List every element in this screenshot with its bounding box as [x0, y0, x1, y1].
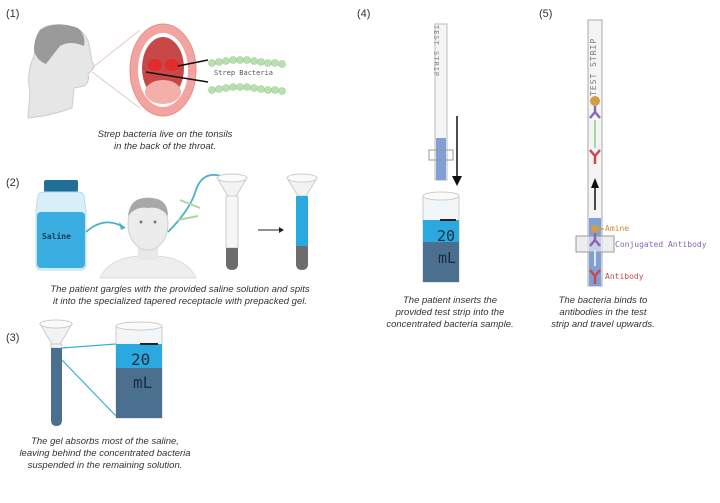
test-strip-label: TEST STRIP [432, 25, 440, 78]
funnel-tube-icon [39, 319, 73, 426]
receptacle-tube-icon [216, 173, 248, 270]
patient-profile-icon [27, 24, 95, 119]
volume-unit: mL [133, 373, 153, 392]
step-number-4: (4) [357, 8, 371, 20]
step-number-3: (3) [6, 332, 20, 344]
panel-5-illustration [575, 19, 615, 287]
antibody-label: Antibody [605, 272, 644, 281]
caption-line: suspended in the remaining solution. [27, 460, 183, 471]
volume-value: 20 [437, 227, 456, 245]
panel-2-illustration [35, 173, 318, 279]
test-strip-label: TEST STRIP [589, 37, 598, 96]
panel-3-illustration [39, 319, 163, 426]
caption-step-2: The patient gargles with the provided sa… [20, 284, 340, 308]
zoom-line [61, 359, 117, 417]
caption-line: leaving behind the concentrated bacteria [19, 448, 191, 459]
conjugated-antibody-icon [589, 233, 601, 247]
bacteria-chain-icon [208, 56, 286, 95]
caption-line: it into the specialized tapered receptac… [52, 296, 307, 307]
caption-step-5: The bacteria binds to antibodies in the … [538, 295, 668, 331]
caption-line: concentrated bacteria sample. [386, 319, 514, 330]
strep-bacteria-label: Strep Bacteria [214, 69, 274, 77]
step-number-5: (5) [539, 8, 553, 20]
caption-step-1: Strep bacteria live on the tonsils in th… [50, 129, 280, 153]
amine-icon [590, 96, 600, 106]
saline-bottle-icon [35, 180, 87, 271]
sample-beaker-icon [422, 191, 460, 283]
zoom-line [91, 29, 141, 69]
antibody-icon [589, 149, 601, 164]
test-strip-icon [428, 23, 454, 181]
volume-unit: mL [438, 249, 457, 267]
step-number-1: (1) [6, 8, 20, 20]
zoom-line [61, 343, 117, 349]
caption-line: in the back of the throat. [114, 141, 216, 152]
caption-line: The patient inserts the [403, 295, 497, 306]
step-number-2: (2) [6, 177, 20, 189]
pointer-line [177, 59, 209, 67]
panel-4-illustration [422, 23, 462, 283]
conjugated-antibody-icon [589, 106, 601, 119]
amine-icon [591, 225, 599, 233]
caption-line: The gel absorbs most of the saline, [31, 436, 179, 447]
antibody-icon [589, 269, 601, 284]
zoom-line [91, 71, 141, 109]
sample-beaker-icon [115, 321, 163, 419]
conjugated-antibody-label: Conjugated Antibody [615, 240, 707, 249]
pointer-line [145, 71, 209, 83]
caption-step-3: The gel absorbs most of the saline, leav… [0, 436, 210, 472]
caption-line: The bacteria binds to [558, 295, 648, 306]
volume-value: 20 [131, 350, 151, 369]
caption-line: The patient gargles with the provided sa… [50, 284, 310, 295]
panel-1-illustration [27, 23, 286, 119]
caption-line: provided test strip into the [395, 307, 505, 318]
arrow-to-patient [85, 221, 126, 233]
caption-line: strip and travel upwards. [551, 319, 655, 330]
amine-label: Amine [605, 224, 630, 233]
caption-line: antibodies in the test [559, 307, 647, 318]
patient-face-icon [99, 197, 197, 279]
filled-tube-icon [286, 173, 318, 270]
open-mouth-icon [129, 23, 197, 117]
saline-label: Saline [42, 232, 71, 241]
caption-step-4: The patient inserts the provided test st… [375, 295, 525, 331]
caption-line: Strep bacteria live on the tonsils [97, 129, 233, 140]
